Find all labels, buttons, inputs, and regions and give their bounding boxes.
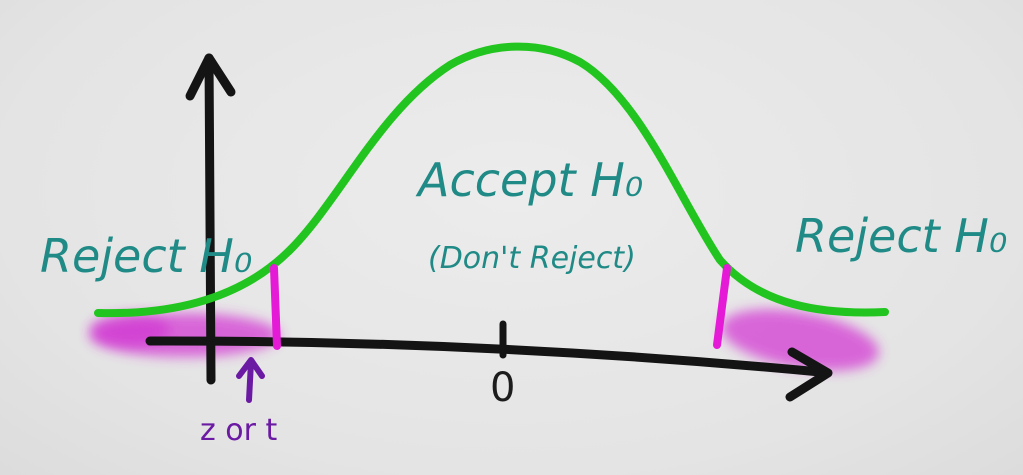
reject-left-label: Reject H₀: [40, 229, 252, 283]
rejection-shading-left: [90, 313, 280, 357]
y-axis: [185, 53, 236, 385]
critical-line-right: [713, 264, 731, 349]
accept-label: Accept H₀: [415, 153, 643, 207]
center-tick-label: 0: [490, 365, 515, 411]
critical-line-left: [270, 264, 281, 350]
reject-right-label: Reject H₀: [795, 209, 1007, 263]
rejection-shading-right: [721, 309, 879, 371]
statistic-arrow: [236, 357, 265, 403]
statistic-label: z or t: [200, 413, 278, 448]
dont-reject-label: (Don't Reject): [428, 241, 636, 276]
x-axis: [145, 336, 833, 402]
